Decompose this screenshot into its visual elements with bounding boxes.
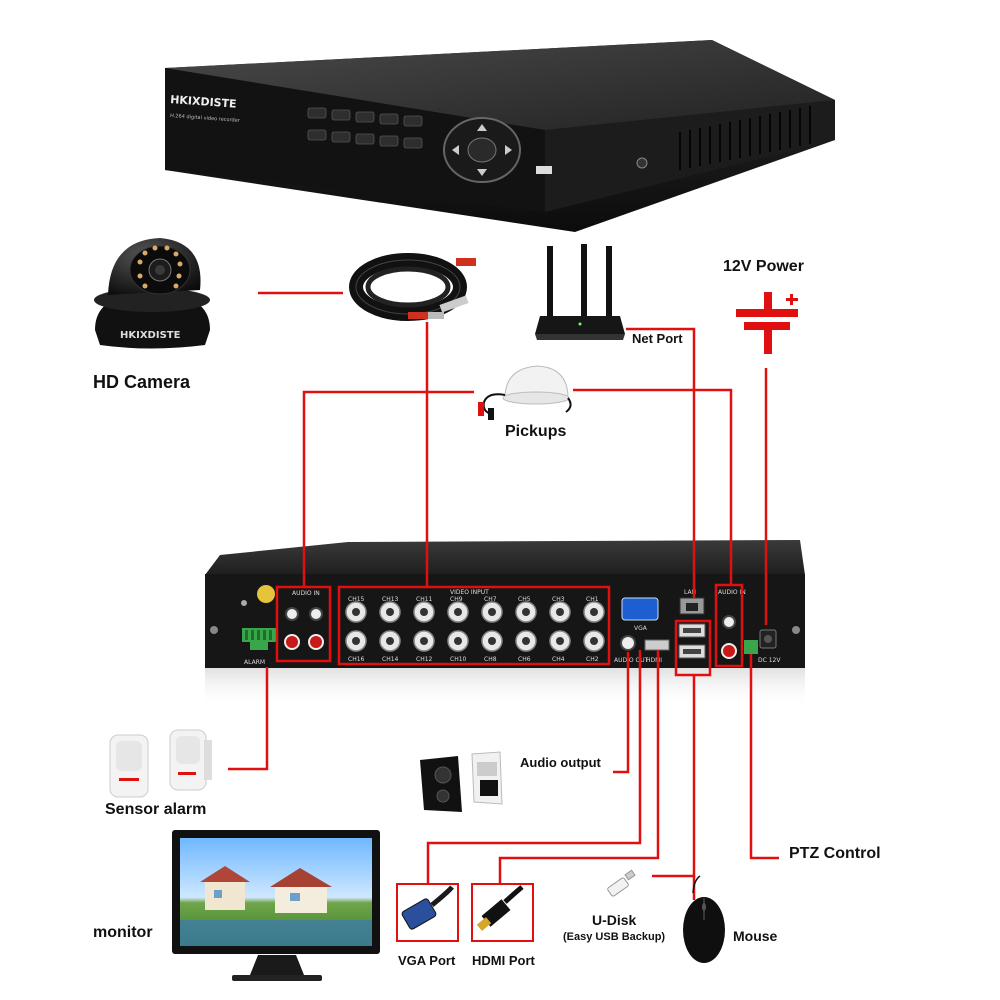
audio-in-right-label: AUDIO IN: [718, 589, 746, 596]
alarm-terminal-block: ALARM: [241, 585, 278, 666]
pickup-to-audio-in-right-line: [573, 388, 733, 585]
vga-cable-image: [401, 885, 454, 930]
monitor-label: monitor: [93, 924, 153, 941]
video-channel-ch10-bnc-pin: [454, 637, 462, 645]
video-channel-ch9-bnc-pin: [454, 608, 462, 616]
mouse-label: Mouse: [733, 928, 778, 944]
rear-hdmi-label: HDMI: [646, 657, 662, 664]
alarm-to-sensor-line: [228, 667, 269, 771]
hdmi-port-label: HDMI Port: [472, 953, 535, 968]
pickup-to-audio-in-left-line: [302, 390, 474, 587]
video-channel-ch2-bnc-pin: [590, 637, 598, 645]
video-channel-ch11-label: CH11: [416, 596, 433, 603]
video-channel-ch12-bnc-pin: [420, 637, 428, 645]
video-channel-ch3-bnc-pin: [556, 608, 564, 616]
ptz-line: [749, 654, 779, 860]
u-disk-note-label: (Easy USB Backup): [563, 931, 666, 943]
video-channel-ch15-bnc-pin: [352, 608, 360, 616]
vga-line: [426, 650, 642, 883]
video-channel-ch16-label: CH16: [348, 656, 365, 663]
rear-vga-label: VGA: [634, 625, 648, 632]
dvr-brand-logo: HKIXDISTE: [170, 93, 237, 111]
video-input-highlight: [337, 585, 611, 666]
mouse-image: [683, 875, 725, 963]
connection-lines: [228, 291, 779, 900]
video-channel-ch1-label: CH1: [586, 596, 599, 603]
hdmi-cable-image: [476, 885, 524, 931]
usb-disk-image: [607, 869, 636, 897]
vga-port-label: VGA Port: [398, 953, 456, 968]
rear-usb-ports: [678, 623, 706, 659]
dvr-front-unit: HKIXDISTE H.264 digital video recorder: [165, 40, 835, 232]
video-channel-ch6-bnc-pin: [522, 637, 530, 645]
dvr-vents: [679, 106, 811, 170]
bnc-cable-image: [349, 253, 476, 321]
video-channel-ch4-label: CH4: [552, 656, 565, 663]
rear-lan-label: LAN: [684, 589, 696, 596]
router-image: [535, 244, 625, 340]
video-channel-ch16-bnc-pin: [352, 637, 360, 645]
usb-highlight: [674, 619, 712, 677]
rear-audio-out-port: AUDIO OUT: [614, 635, 649, 664]
monitor-image: [172, 830, 380, 981]
video-channel-ch8-bnc-pin: [488, 637, 496, 645]
video-channel-ch13-bnc-pin: [386, 608, 394, 616]
video-channel-ch8-label: CH8: [484, 656, 497, 663]
camera-brand-logo: HKIXDISTE: [120, 330, 181, 341]
audio-in-right-highlight: [714, 583, 744, 668]
dvr-power-button: [636, 157, 648, 169]
video-channel-ch14-label: CH14: [382, 656, 399, 663]
sensor-alarm-image: [109, 729, 212, 798]
video-channel-ch7-label: CH7: [484, 596, 497, 603]
hdmi-line: [498, 650, 660, 883]
video-input-label: VIDEO INPUT: [450, 589, 489, 596]
ptz-control-label: PTZ Control: [789, 845, 881, 862]
router-to-lan-line: [626, 327, 696, 598]
rear-audio-out-label: AUDIO OUT: [614, 657, 649, 664]
audio-in-left-ports: AUDIO IN: [284, 590, 324, 650]
rear-ptz-terminal: [744, 640, 758, 654]
video-channel-ch14-bnc-pin: [386, 637, 394, 645]
rear-dc-jack: DC 12V: [758, 629, 781, 664]
video-channel-ch15-label: CH15: [348, 596, 365, 603]
video-channel-ch6-label: CH6: [518, 656, 531, 663]
audio-out-to-speaker-line: [613, 652, 630, 774]
video-channel-ch10-label: CH10: [450, 656, 467, 663]
video-channel-ch13-label: CH13: [382, 596, 399, 603]
sensor-alarm-label: Sensor alarm: [105, 801, 207, 818]
video-channel-ch5-bnc-pin: [522, 608, 530, 616]
video-input-bnc-block: VIDEO INPUT CH15 CH13 CH11 CH9 CH7 CH5 CH3 CH1C…: [345, 589, 605, 663]
dvr-jog-dial: [443, 117, 521, 183]
video-channel-ch5-label: CH5: [518, 596, 531, 603]
audio-output-label: Audio output: [520, 755, 601, 770]
power-symbol-icon: [736, 292, 798, 354]
video-channel-ch4-bnc-pin: [556, 637, 564, 645]
video-channel-ch9-label: CH9: [450, 596, 463, 603]
alarm-port-label: ALARM: [244, 659, 265, 666]
rear-dc-label: DC 12V: [758, 657, 781, 664]
speakers-image: [420, 751, 503, 812]
power-label: 12V Power: [723, 258, 804, 275]
audio-in-left-label: AUDIO IN: [292, 590, 320, 597]
rear-lan-port: LAN: [679, 589, 705, 615]
pickup-microphone-image: [478, 365, 572, 420]
video-channel-ch7-bnc-pin: [488, 608, 496, 616]
hd-camera-label: HD Camera: [93, 372, 191, 392]
dvr-usb-front: [536, 166, 552, 174]
u-disk-label: U-Disk: [592, 912, 637, 928]
hd-camera-image: HKIXDISTE: [94, 238, 210, 349]
net-port-label: Net Port: [632, 331, 683, 346]
video-channel-ch3-label: CH3: [552, 596, 565, 603]
video-channel-ch2-label: CH2: [586, 656, 599, 663]
dvr-subtitle: H.264 digital video recorder: [170, 113, 241, 124]
dvr-front-buttons: [307, 107, 423, 149]
video-channel-ch12-label: CH12: [416, 656, 433, 663]
audio-in-right-ports: AUDIO IN: [718, 589, 746, 659]
video-channel-ch11-bnc-pin: [420, 608, 428, 616]
pickups-label: Pickups: [505, 423, 567, 440]
video-channel-ch1-bnc-pin: [590, 608, 598, 616]
rear-vga-port: VGA: [621, 597, 659, 632]
